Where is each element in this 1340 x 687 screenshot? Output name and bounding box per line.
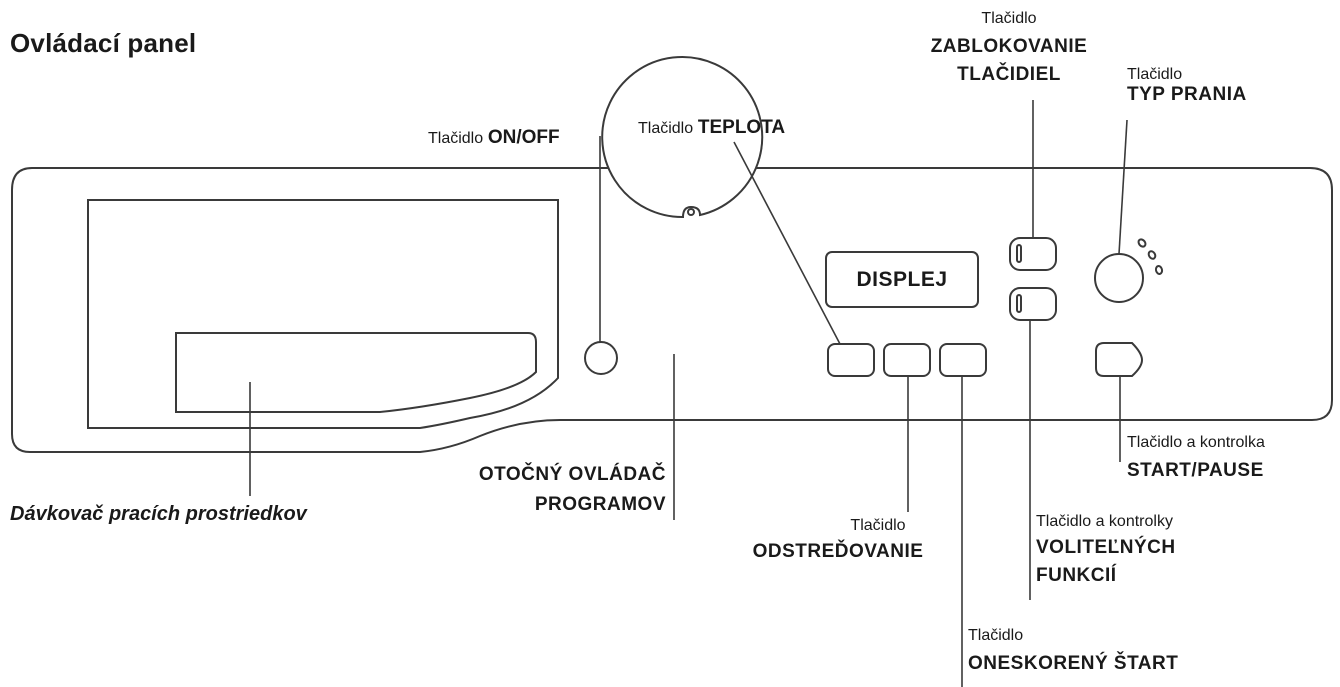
display-screen: [825, 251, 979, 308]
wash-type-led-icon: [1154, 265, 1164, 275]
delay-start-button[interactable]: [939, 343, 987, 377]
dispenser-drawer: [87, 199, 559, 429]
dispenser-handle: [175, 332, 537, 413]
label-zablokovanie: Tlačidlo ZABLOKOVANIE TLAČIDIEL: [930, 10, 1088, 85]
leader-typ-prania: [1118, 119, 1128, 255]
on-off-button[interactable]: [584, 341, 618, 375]
label-davkovac: Dávkovač pracích prostriedkov: [10, 503, 307, 525]
label-oneskoreny: Tlačidlo ONESKORENÝ ŠTART: [968, 627, 1179, 674]
wash-type-led-icon: [1137, 238, 1147, 248]
label-teplota: Tlačidlo TEPLOTA: [638, 117, 786, 138]
start-pause-button[interactable]: [1095, 342, 1144, 377]
wash-type-knob[interactable]: [1094, 253, 1144, 303]
display-label: DISPLEJ: [856, 267, 948, 291]
temperature-button[interactable]: [827, 343, 875, 377]
program-dial[interactable]: [601, 56, 764, 219]
label-on-off: Tlačidlo ON/OFF: [428, 127, 560, 148]
lock-indicator-icon: [1016, 244, 1022, 263]
dial-notch-icon: [687, 208, 695, 216]
label-odstredovanie: Tlačidlo ODSTREĎOVANIE: [752, 517, 924, 562]
label-typ-prania: Tlačidlo TYP PRANIA: [1127, 66, 1247, 105]
label-otocny: OTOČNÝ OVLÁDAČ PROGRAMOV: [478, 464, 666, 515]
label-volitelne: Tlačidlo a kontrolky VOLITEĽNÝCH FUNKCIÍ: [1036, 513, 1176, 586]
spin-button[interactable]: [883, 343, 931, 377]
option-indicator-icon: [1016, 294, 1022, 313]
panel-outline: [11, 167, 1333, 453]
wash-type-led-icon: [1147, 250, 1157, 260]
label-start-pause: Tlačidlo a kontrolka START/PAUSE: [1127, 434, 1265, 481]
page-title: Ovládací panel: [10, 28, 197, 58]
leader-teplota: [733, 141, 841, 345]
